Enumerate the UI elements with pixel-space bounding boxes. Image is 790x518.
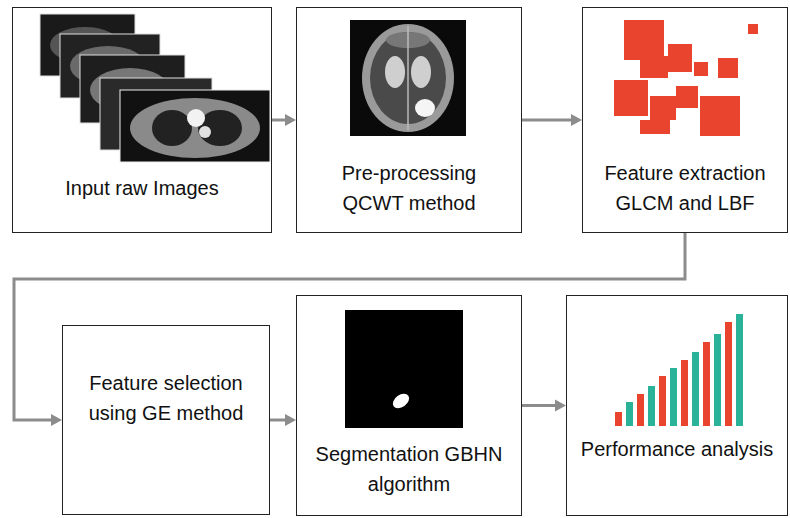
flow-arrow	[270, 414, 296, 426]
segmentation-mask	[345, 310, 463, 428]
raw-image-stack	[40, 14, 270, 162]
feature-extraction-box: Feature extraction GLCM and LBF	[582, 7, 788, 233]
arrow-head	[285, 114, 296, 126]
arrow-head	[571, 114, 582, 126]
connector-line	[522, 404, 557, 407]
segmentation-box: Segmentation GBHN algorithm	[296, 295, 522, 516]
node-label: Performance analysis	[577, 434, 777, 464]
flow-arrow	[14, 233, 685, 426]
node-label: Feature extraction GLCM and LBF	[586, 158, 784, 218]
node-label: Input raw Images	[22, 173, 262, 203]
flow-arrow	[272, 114, 296, 126]
flow-arrow	[522, 400, 566, 412]
node-label: Pre-processing QCWT method	[309, 158, 509, 218]
flow-arrow	[522, 114, 582, 126]
performance-bars	[615, 314, 743, 426]
node-label: Feature selection using GE method	[81, 368, 251, 428]
connector-line	[272, 119, 287, 122]
preprocess-box: Pre-processing QCWT method	[296, 7, 522, 233]
arrow-head	[285, 414, 296, 426]
feature-squares	[614, 20, 758, 136]
feature-selection-box: Feature selection using GE method	[62, 325, 270, 515]
node-label: Segmentation GBHN algorithm	[304, 439, 514, 499]
connector-line	[522, 119, 573, 122]
connector-line	[270, 419, 287, 422]
brain-mri	[350, 20, 466, 136]
arrow-head	[51, 414, 62, 426]
arrow-head	[555, 400, 566, 412]
performance-box: Performance analysis	[566, 295, 788, 516]
input-box: Input raw Images	[12, 7, 272, 233]
